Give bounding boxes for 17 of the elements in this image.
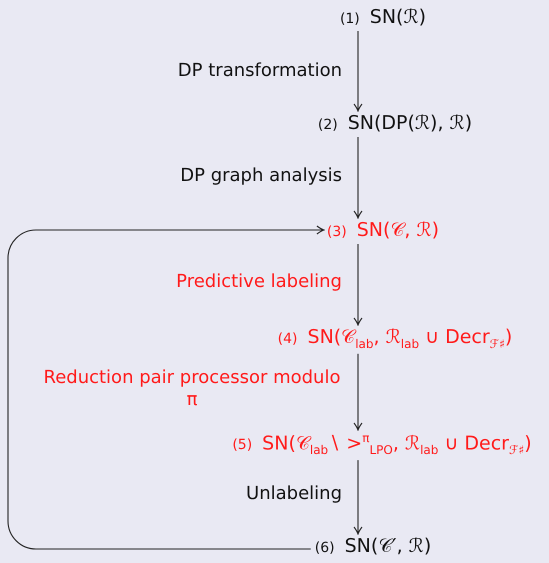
edge-label: Predictive labeling bbox=[176, 271, 342, 293]
edge-label: DP graph analysis bbox=[180, 165, 342, 187]
formula: SN(ℛ) bbox=[370, 6, 426, 28]
step-number: (3) bbox=[326, 224, 347, 240]
step-number: (5) bbox=[232, 437, 252, 454]
formula: SN(𝒞, ℛ) bbox=[356, 219, 440, 241]
edge-label: Reduction pair processor modulo π bbox=[42, 367, 342, 410]
step-number: (1) bbox=[340, 11, 360, 27]
formula: SN(𝒞′, ℛ) bbox=[344, 535, 432, 557]
edge-label: DP transformation bbox=[178, 60, 342, 82]
step-number: (4) bbox=[278, 331, 298, 347]
formula: SN(𝒞$_{lab}$, ℛ$_{lab}$ ∪ Decr$_{ℱ♯}$) bbox=[308, 326, 512, 351]
edge-label: Unlabeling bbox=[246, 483, 342, 505]
step-number: (6) bbox=[314, 540, 335, 556]
step-number: (2) bbox=[318, 117, 338, 133]
formula: SN(DP(ℛ), ℛ) bbox=[348, 112, 472, 134]
formula: SN(𝒞$_{lab}$∖ >$^{π}$$_{LPO}$, ℛ$_{lab}$ ∪ Decr$_{ℱ♯}$) bbox=[262, 431, 532, 458]
